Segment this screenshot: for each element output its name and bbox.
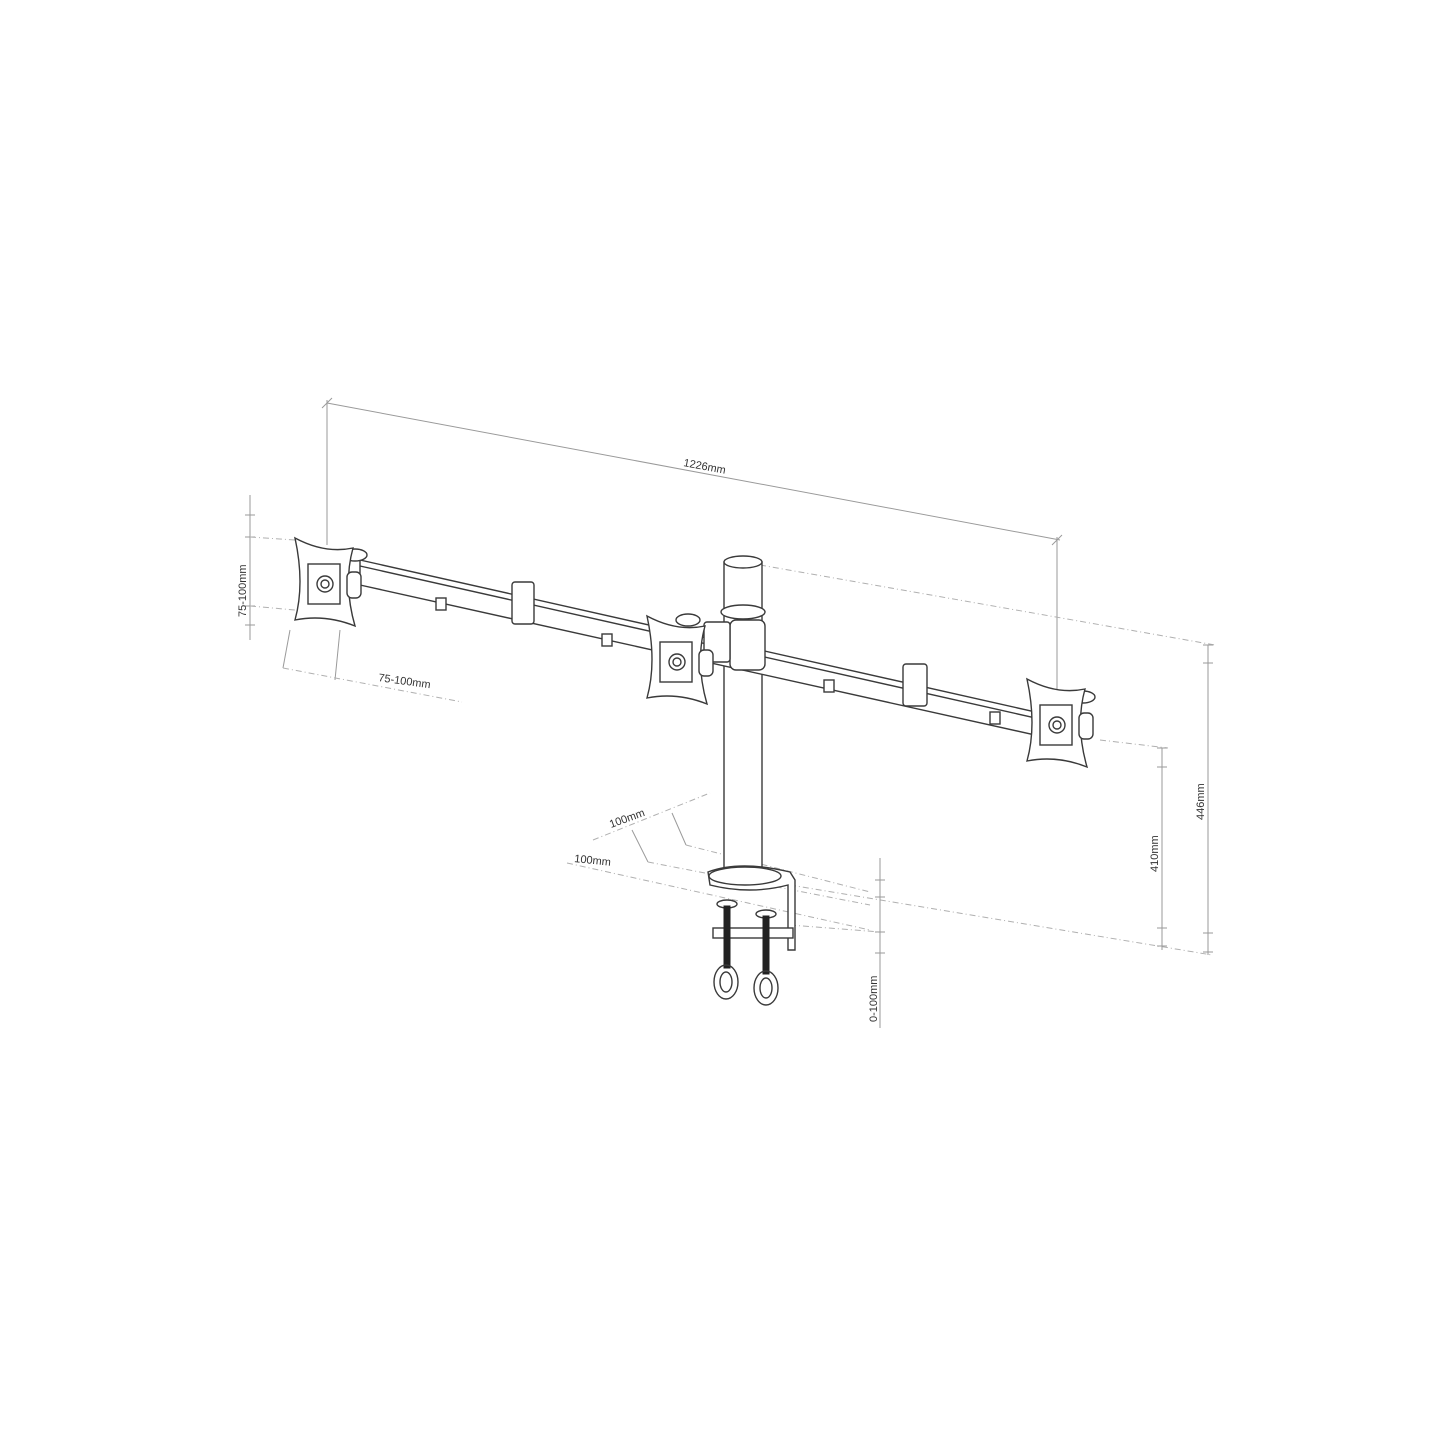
- vesa-horizontal-label: 75-100mm: [378, 672, 432, 691]
- dimension-total-width: 1226mm: [321, 397, 1063, 705]
- vesa-plate-center: [645, 614, 714, 706]
- dimension-vesa-horizontal: 75-100mm: [282, 629, 463, 703]
- dimension-vesa-vertical: 75-100mm: [237, 495, 296, 640]
- vesa-vertical-label: 75-100mm: [237, 564, 249, 617]
- dimension-heights: 446mm 410mm: [759, 564, 1216, 956]
- vesa-plate-right: [1025, 677, 1094, 769]
- pole: [720, 555, 766, 881]
- height-410-label: 410mm: [1149, 835, 1161, 872]
- clamp-depth-b-label: 100mm: [574, 853, 612, 869]
- arm-joints: [342, 548, 1096, 725]
- dimension-desk-thickness: 0-100mm: [789, 858, 885, 1028]
- height-446-label: 446mm: [1195, 783, 1207, 820]
- desk-thickness-label: 0-100mm: [868, 976, 880, 1022]
- desk-clamp: [707, 865, 796, 1006]
- vesa-plate-left: [293, 536, 362, 628]
- clamp-depth-a-label: 100mm: [608, 807, 647, 831]
- dimension-clamp-depth: 100mm 100mm: [566, 792, 871, 931]
